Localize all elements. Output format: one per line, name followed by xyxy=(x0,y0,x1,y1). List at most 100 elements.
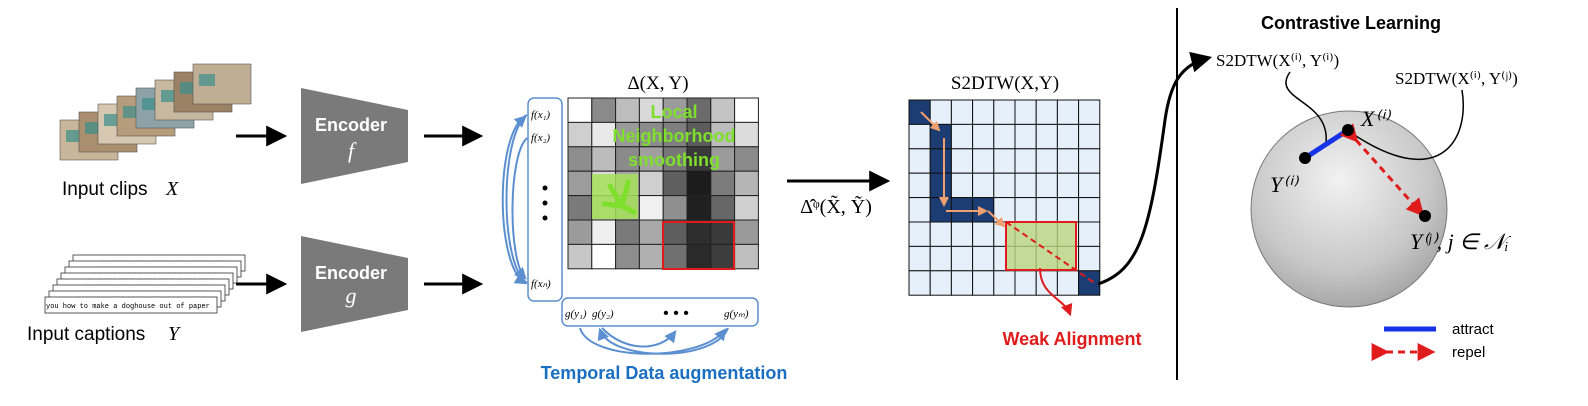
caption-text: you how to make a doghouse out of paper xyxy=(46,303,210,311)
s2dtw-cell xyxy=(1078,172,1101,199)
s2dtw-cell xyxy=(908,221,931,247)
s2dtw-cell xyxy=(1056,99,1080,125)
s2dtw-cell xyxy=(1035,99,1058,125)
video-encoder xyxy=(301,88,408,184)
col-label-2: g(y₂) xyxy=(592,308,614,320)
delta-cell xyxy=(615,243,640,270)
smoothing-line-3: smoothing xyxy=(628,150,720,170)
clip-frame-object xyxy=(161,90,177,102)
s2dtw-cell xyxy=(1078,245,1101,272)
s2dtw-cell xyxy=(950,245,974,272)
s2dtw-cell xyxy=(908,148,931,174)
delta-cell xyxy=(638,219,664,245)
delta-cell xyxy=(567,219,593,245)
repel-line xyxy=(1339,123,1425,217)
text-encoder xyxy=(301,236,408,332)
s2dtw-cell xyxy=(972,270,995,296)
s2dtw-cell xyxy=(950,99,974,125)
y-j-point xyxy=(1419,210,1431,222)
y-j-label: Y⁽ʲ⁾, j ∈ 𝒩ᵢ xyxy=(1410,229,1512,254)
s2dtw-cell xyxy=(972,221,995,247)
s2dtw-title: S2DTW(X,Y) xyxy=(951,73,1059,94)
s2dtw-path-cell xyxy=(929,172,952,199)
delta-cell xyxy=(662,243,688,270)
s2dtw-cell xyxy=(972,123,995,150)
delta-cell xyxy=(686,219,712,245)
delta-cell xyxy=(567,195,593,221)
x-i-label: X⁽ⁱ⁾ xyxy=(1360,106,1392,131)
s2dtw-cell xyxy=(1056,123,1080,150)
weak-alignment-arrow xyxy=(1039,267,1073,317)
s2dtw-cell xyxy=(1078,123,1101,150)
s2dtw-cell xyxy=(1014,270,1037,296)
video-encoder-label: Encoder xyxy=(315,115,387,135)
s2dtw-cell xyxy=(993,270,1016,296)
delta-cell xyxy=(567,97,593,123)
s2dtw-cell xyxy=(1056,148,1080,174)
delta-cell xyxy=(662,170,688,197)
s2dtw-path-cell xyxy=(950,197,974,223)
delta-cell xyxy=(662,219,688,245)
legend-repel-label: repel xyxy=(1452,344,1485,361)
input-clips-stack xyxy=(59,63,252,161)
negative-pair-distance-label: S2DTW(X⁽ⁱ⁾, Y⁽ʲ⁾) xyxy=(1395,69,1518,88)
s2dtw-cell xyxy=(1035,197,1058,223)
delta-cell xyxy=(567,121,593,148)
clip-frame-object xyxy=(142,98,158,110)
s2dtw-cell xyxy=(908,197,931,223)
smoothing-overlay: Local Neighborhood smoothing xyxy=(613,102,736,170)
s2dtw-cell xyxy=(1056,270,1080,296)
delta-cell xyxy=(615,219,640,245)
delta-matrix-title: Δ(X, Y) xyxy=(627,73,688,94)
s2dtw-cell xyxy=(972,172,995,199)
s2dtw-cell xyxy=(993,172,1016,199)
s2dtw-cell xyxy=(950,123,974,150)
row-augmentation-arrows xyxy=(501,114,528,285)
s2dtw-cell xyxy=(1056,172,1080,199)
smoothing-line-2: Neighborhood xyxy=(613,126,736,146)
row-label-2: f(x₂) xyxy=(531,132,550,144)
delta-cell xyxy=(734,195,759,221)
s2dtw-cell xyxy=(1014,99,1037,125)
delta-cell xyxy=(734,146,759,172)
s2dtw-cell xyxy=(1014,148,1037,174)
delta-cell xyxy=(662,195,688,221)
s2dtw-cell xyxy=(993,123,1016,150)
s2dtw-cell xyxy=(1078,99,1101,125)
s2dtw-cell xyxy=(972,148,995,174)
col-label-m: g(yₘ) xyxy=(724,308,749,320)
embedding-sphere xyxy=(1250,110,1448,308)
delta-cell xyxy=(686,195,712,221)
delta-cell xyxy=(734,121,759,148)
s2dtw-cell xyxy=(1056,197,1080,223)
s2dtw-cell xyxy=(972,245,995,272)
delta-cell xyxy=(638,195,664,221)
col-augmentation-arrows xyxy=(579,327,729,355)
s2dtw-cell xyxy=(908,123,931,150)
s2dtw-path-cell xyxy=(929,197,952,223)
video-encoder-fn: f xyxy=(348,138,357,163)
s2dtw-cell xyxy=(1078,221,1101,247)
s2dtw-path-cell xyxy=(929,148,952,174)
text-encoder-label: Encoder xyxy=(315,263,387,283)
input-captions-stack: you how to make a doghouse out of paper xyxy=(44,254,246,314)
col-ellipsis: • • • xyxy=(663,305,689,322)
row-embeddings-bracket xyxy=(527,97,563,302)
delta-cell xyxy=(686,243,712,270)
delta-red-window xyxy=(662,221,735,270)
alignment-path xyxy=(920,111,1006,228)
delta-cell xyxy=(734,243,759,270)
pos-label-connector xyxy=(1285,71,1327,143)
clip-frame-object xyxy=(104,114,120,126)
s2dtw-cell xyxy=(1014,197,1037,223)
delta-cell xyxy=(710,97,736,123)
row-ellipsis xyxy=(542,185,548,221)
weak-alignment-label: Weak Alignment xyxy=(1002,329,1141,349)
delta-cell xyxy=(638,170,664,197)
delta-cell xyxy=(567,170,593,197)
caption-sheet xyxy=(44,296,218,314)
s2dtw-cell xyxy=(1035,123,1058,150)
delta-cell xyxy=(734,219,759,245)
weak-alignment-diagonal xyxy=(1005,221,1097,285)
input-clips-var: X xyxy=(165,178,179,200)
